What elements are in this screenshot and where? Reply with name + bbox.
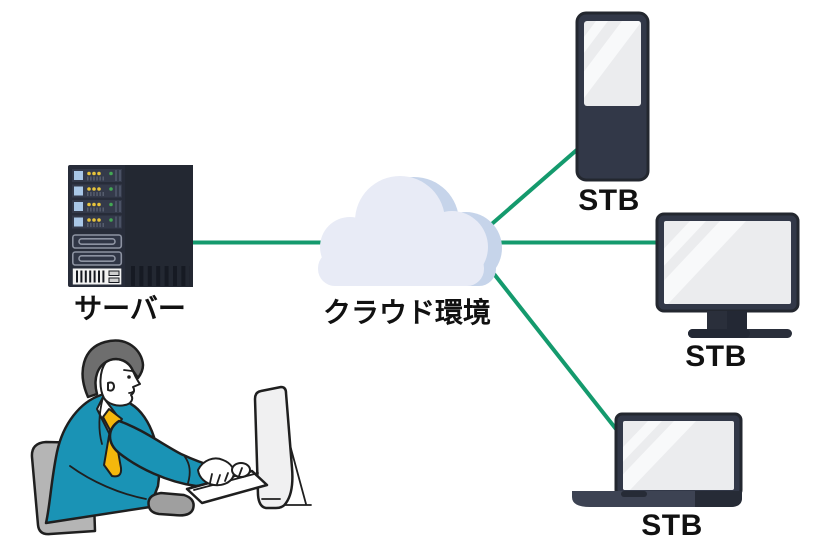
laptop-icon: [572, 412, 743, 507]
ear: [107, 381, 115, 392]
mouse: [147, 491, 195, 517]
stb-laptop-label: STB: [641, 509, 703, 542]
monitor-base-shade: [688, 329, 750, 338]
monitor-screen: [664, 221, 791, 304]
cloud-body: [318, 176, 488, 286]
facial-features: [123, 369, 135, 394]
person-at-computer-illustration: [30, 339, 312, 536]
digital-signage-icon: [575, 11, 650, 182]
stb-monitor-label: STB: [685, 340, 747, 373]
desk-monitor: [253, 385, 312, 510]
server-vent-unit: [72, 268, 122, 285]
server-label: サーバー: [74, 293, 186, 324]
server-rack-units: [72, 169, 122, 229]
laptop-base-shade: [695, 491, 742, 507]
laptop-screen-glare: [623, 421, 696, 490]
hair: [81, 339, 145, 399]
laptop-screen: [623, 421, 734, 490]
signage-screen-glare: [584, 21, 641, 106]
server-drive-trays: [72, 234, 123, 266]
stb-signage-label: STB: [578, 184, 640, 217]
monitor-screen-glare: [664, 221, 746, 304]
desktop-monitor-icon: [655, 212, 800, 338]
cloud-label: クラウド環境: [322, 297, 491, 328]
laptop-latch-notch: [621, 491, 647, 497]
hands: [197, 457, 251, 487]
signage-screen: [584, 21, 641, 106]
rack-server-icon: [68, 165, 193, 287]
monitor-neck-shade: [727, 311, 747, 331]
cloud-icon: [318, 176, 502, 286]
